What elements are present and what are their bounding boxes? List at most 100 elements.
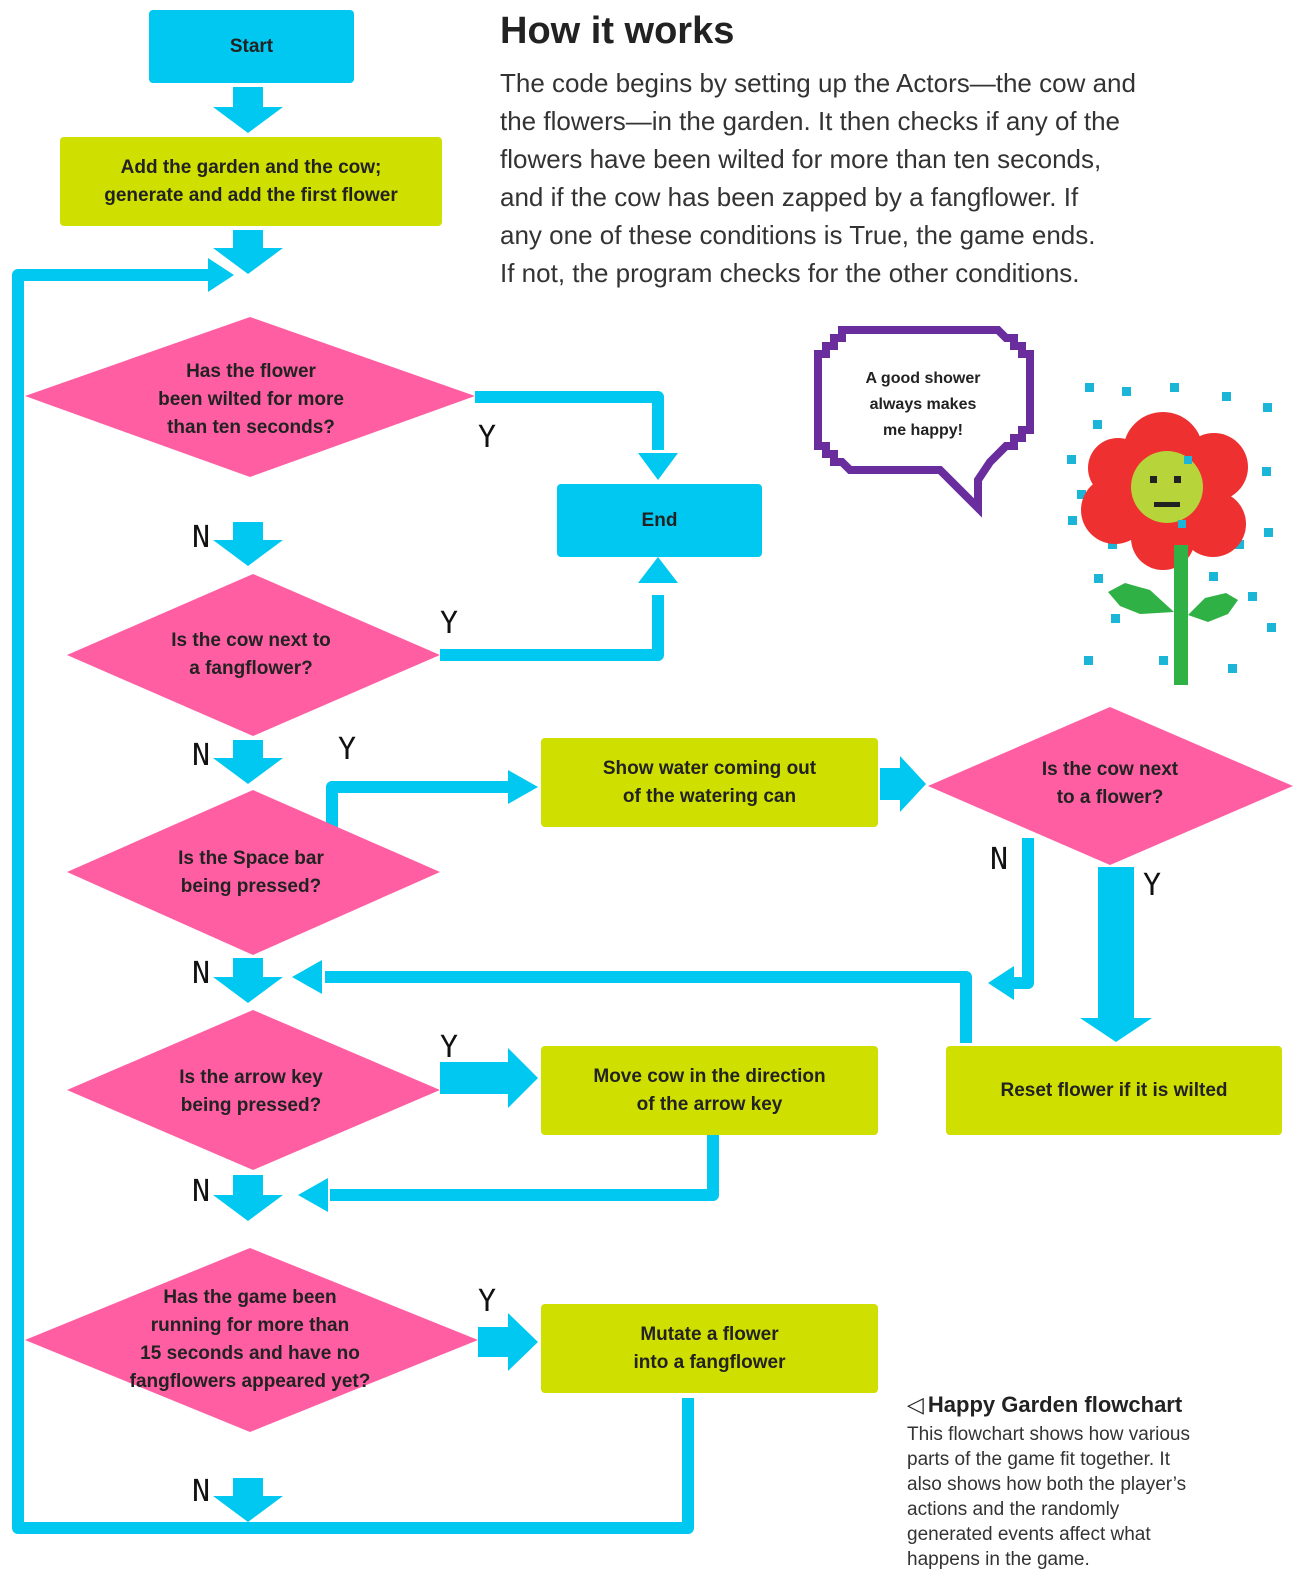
no-label: N <box>192 520 211 555</box>
fangflower-yes-line <box>440 595 664 661</box>
arrow-to-end-top <box>638 453 678 480</box>
time-check-line: Has the game been <box>163 1287 337 1308</box>
arrow-cow-flower-no-head <box>988 966 1014 1000</box>
intro-paragraph: The code begins by setting up the Actors… <box>500 64 1280 292</box>
arrow-water-to-check <box>880 756 926 812</box>
arrow-wilted-no <box>213 522 283 566</box>
cow-flower-no-line <box>1012 838 1034 989</box>
move-cow-node: Move cow in the direction of the arrow k… <box>541 1046 878 1135</box>
caption-line: also shows how both the player’s <box>907 1474 1187 1495</box>
yes-label: Y <box>440 606 459 641</box>
move-cow-label-line: Move cow in the direction <box>593 1065 826 1087</box>
cow-flower-check-line: to a flower? <box>1056 787 1164 808</box>
yes-label: Y <box>440 1030 459 1065</box>
setup-label-line: generate and add the first flower <box>104 184 398 206</box>
wilted-check-line: than ten seconds? <box>167 417 335 438</box>
wilted-check-text: Has the flower been wilted for more than… <box>100 358 402 442</box>
speech-bubble-line: A good shower <box>865 370 981 387</box>
arrow-reset-return-head <box>292 960 322 994</box>
mutate-node: Mutate a flower into a fangflower <box>541 1304 878 1393</box>
caption-title-text: Happy Garden flowchart <box>927 1392 1183 1417</box>
intro-line: and if the cow has been zapped by a fang… <box>500 182 1079 212</box>
move-return-line <box>330 1132 719 1201</box>
flower-leaf-right <box>1188 593 1238 622</box>
end-label: End <box>641 509 678 531</box>
arrow-arrow-key-yes <box>440 1048 538 1108</box>
caption-title: ◁Happy Garden flowchart <box>907 1390 1287 1420</box>
show-water-label-line: Show water coming out <box>602 757 817 779</box>
yes-label: Y <box>478 1284 497 1319</box>
space-check-text: Is the Space bar being pressed? <box>100 845 402 901</box>
wilted-yes-line <box>475 391 664 450</box>
space-bar-key: Space bar <box>233 848 324 869</box>
time-check-line: 15 seconds and have no <box>140 1343 360 1364</box>
flower-leaf-left <box>1108 583 1174 614</box>
cow-flower-check-text: Is the cow next to a flower? <box>960 756 1260 812</box>
time-check-line: running for more than <box>150 1315 350 1336</box>
arrow-arrow-key-no <box>213 1175 283 1221</box>
move-cow-label-line: of the arrow key <box>636 1093 783 1115</box>
no-label: N <box>192 1474 211 1509</box>
speech-bubble <box>814 326 1034 518</box>
intro-line: any one of these conditions is True, the… <box>500 220 1096 250</box>
water-drops <box>1067 383 1276 673</box>
decision-arrow-key-diamond <box>67 1010 440 1170</box>
caption-line: parts of the game fit together. It <box>907 1449 1170 1470</box>
show-water-label-line: of the watering can <box>622 785 797 807</box>
intro-line: If not, the program checks for the other… <box>500 258 1080 288</box>
arrow-check-line: being pressed? <box>180 1095 322 1116</box>
flower-eye-right <box>1174 476 1181 483</box>
arrow-cow-flower-yes <box>1080 867 1152 1042</box>
fangflower-check-text: Is the cow next to a fangflower? <box>100 627 402 683</box>
decision-cow-flower-diamond <box>928 707 1293 865</box>
time-check-text: Has the game been running for more than … <box>60 1284 440 1396</box>
arrow-check-text: Is the arrow key being pressed? <box>100 1064 402 1120</box>
time-check-line: fangflowers appeared yet? <box>129 1371 371 1392</box>
no-label: N <box>192 738 211 773</box>
flower-stem <box>1174 545 1188 685</box>
reset-flower-node: Reset flower if it is wilted <box>946 1046 1282 1135</box>
setup-label-line: Add the garden and the cow; <box>120 156 382 178</box>
intro-line: The code begins by setting up the Actors… <box>500 68 1136 98</box>
decision-fangflower-diamond <box>67 574 440 736</box>
arrow-fangflower-no <box>213 740 283 784</box>
mutate-label-line: Mutate a flower <box>640 1323 779 1345</box>
show-water-node: Show water coming out of the watering ca… <box>541 738 878 827</box>
arrow-space-yes <box>508 770 538 804</box>
arrow-setup-loop <box>213 230 283 274</box>
speech-bubble-line: always makes <box>869 396 977 413</box>
no-label: N <box>990 842 1009 877</box>
flower-mouth <box>1154 502 1180 507</box>
start-node: Start <box>149 10 354 83</box>
no-label: N <box>192 1174 211 1209</box>
arrow-check-line: Is the arrow key <box>179 1067 323 1088</box>
reset-return-line <box>325 971 972 1043</box>
arrow-space-no <box>213 958 283 1003</box>
speech-bubble-line: me happy! <box>882 422 963 439</box>
speech-bubble-text: A good shower always makes me happy! <box>838 366 1008 444</box>
figure-caption: ◁Happy Garden flowchart This flowchart s… <box>907 1390 1287 1572</box>
reset-flower-label: Reset flower if it is wilted <box>1000 1079 1228 1101</box>
fangflower-check-line: a fangflower? <box>189 658 313 679</box>
wilted-check-line: Has the flower <box>186 361 316 382</box>
arrow-start-setup <box>213 87 283 133</box>
end-node: End <box>557 484 762 557</box>
caption-line: This flowchart shows how various <box>907 1424 1190 1445</box>
decision-diamonds <box>25 317 1293 1432</box>
loop-back-line <box>12 269 694 1534</box>
start-label: Start <box>229 35 274 57</box>
arrow-time-no <box>213 1478 283 1522</box>
page-heading: How it works <box>500 10 735 52</box>
caption-line: happens in the game. <box>907 1549 1090 1570</box>
intro-line: the flowers—in the garden. It then check… <box>500 106 1121 136</box>
yes-label: Y <box>1143 868 1162 903</box>
arrow-move-return-head <box>298 1178 328 1212</box>
caption-marker-icon: ◁ <box>907 1392 924 1417</box>
arrow-heads <box>208 87 1152 1522</box>
no-label: N <box>192 956 211 991</box>
arrow-time-yes <box>478 1313 538 1371</box>
decision-time-diamond <box>25 1248 478 1432</box>
intro-line: flowers have been wilted for more than t… <box>500 144 1102 174</box>
connector-lines <box>12 269 1034 1534</box>
mutate-label-line: into a fangflower <box>633 1351 786 1373</box>
